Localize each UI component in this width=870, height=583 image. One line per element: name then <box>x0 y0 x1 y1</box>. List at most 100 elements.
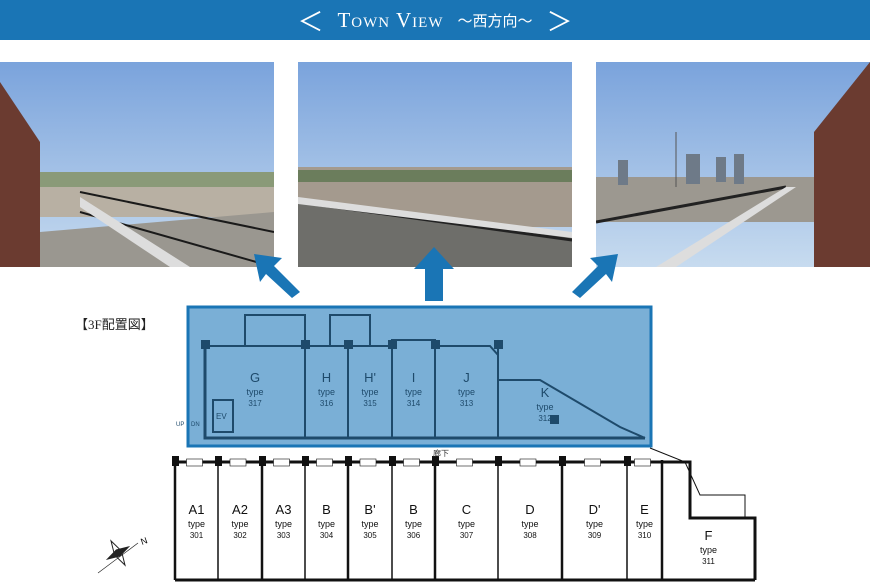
unit-309[interactable]: D' type 309 <box>586 502 603 540</box>
meter-box <box>519 458 537 467</box>
unit-letter: D' <box>589 502 601 517</box>
photo-view-left <box>0 62 274 267</box>
unit-type: type <box>586 519 603 529</box>
prev-chevron[interactable]: ＜ <box>297 7 324 37</box>
unit-type: type <box>700 545 717 555</box>
unit-315[interactable]: H' type 315 <box>361 370 378 408</box>
unit-letter: A3 <box>276 502 292 517</box>
floor-plan: 廊下 EV UP DN N A1 type 301 A2 type 302 A3 type 30… <box>97 305 757 582</box>
unit-type: type <box>636 519 653 529</box>
meter-box <box>456 458 473 467</box>
stair-up-label: UP <box>176 422 184 428</box>
unit-letter: F <box>705 528 713 543</box>
unit-type: type <box>536 402 553 412</box>
meter-box <box>584 458 601 467</box>
unit-number: 306 <box>407 531 421 540</box>
unit-number: 315 <box>363 399 377 408</box>
unit-303[interactable]: A3 type 303 <box>275 502 292 540</box>
corridor-label: 廊下 <box>433 448 449 458</box>
unit-number: 310 <box>638 531 652 540</box>
unit-number: 312 <box>538 414 552 423</box>
unit-letter: C <box>462 502 471 517</box>
highlight-frame <box>186 305 653 448</box>
unit-letter: B' <box>364 502 375 517</box>
meter-box <box>359 458 377 467</box>
unit-number: 313 <box>460 399 474 408</box>
unit-number: 309 <box>588 531 602 540</box>
unit-letter: H' <box>364 370 376 385</box>
unit-301[interactable]: A1 type 301 <box>188 502 205 540</box>
unit-type: type <box>521 519 538 529</box>
unit-number: 302 <box>233 531 247 540</box>
unit-number: 307 <box>460 531 474 540</box>
unit-number: 316 <box>320 399 334 408</box>
arrow-up-icon <box>414 247 454 301</box>
unit-number: 304 <box>320 531 334 540</box>
highlighted-west-units <box>188 307 651 446</box>
banner-title: Town View <box>337 7 444 32</box>
unit-letter: E <box>640 502 649 517</box>
unit-type: type <box>231 519 248 529</box>
unit-letter: A1 <box>189 502 205 517</box>
unit-type: type <box>458 519 475 529</box>
unit-305[interactable]: B' type 305 <box>361 502 378 540</box>
unit-number: 301 <box>190 531 204 540</box>
photo-view-center <box>298 62 572 267</box>
meter-box <box>634 458 651 467</box>
unit-type: type <box>275 519 292 529</box>
arrow-up-left-icon <box>254 254 300 298</box>
unit-letter: K <box>541 385 550 400</box>
arrow-up-right-icon <box>572 254 618 298</box>
unit-type: type <box>246 387 263 397</box>
unit-type: type <box>405 387 422 397</box>
compass-icon: N <box>97 535 149 574</box>
unit-number: 305 <box>363 531 377 540</box>
stair-down-label: DN <box>191 422 200 428</box>
floor-plan-label: 【3F配置図】 <box>75 317 154 332</box>
unit-type: type <box>188 519 205 529</box>
unit-letter: D <box>525 502 534 517</box>
unit-302[interactable]: A2 type 302 <box>231 502 248 540</box>
unit-number: 303 <box>277 531 291 540</box>
town-view-banner: ＜ Town View ～西方向～ ＞ <box>0 0 870 40</box>
unit-letter: B <box>322 502 331 517</box>
unit-type: type <box>361 387 378 397</box>
meter-box <box>229 458 247 467</box>
unit-letter: J <box>463 370 470 385</box>
unit-letter: B <box>409 502 418 517</box>
unit-number: 308 <box>523 531 537 540</box>
elevator-label: EV <box>216 412 227 421</box>
meter-box <box>403 458 420 467</box>
unit-letter: H <box>322 370 331 385</box>
next-chevron[interactable]: ＞ <box>546 7 573 37</box>
meter-box <box>273 458 290 467</box>
north-label: N <box>139 535 149 547</box>
unit-type: type <box>318 387 335 397</box>
meter-box <box>186 458 203 467</box>
photo-view-right <box>596 62 870 267</box>
unit-type: type <box>405 519 422 529</box>
unit-number: 317 <box>248 399 262 408</box>
unit-type: type <box>361 519 378 529</box>
unit-number: 311 <box>702 557 715 566</box>
elevator <box>212 399 234 433</box>
unit-type: type <box>458 387 475 397</box>
unit-letter: A2 <box>232 502 248 517</box>
unit-type: type <box>318 519 335 529</box>
banner-subtitle: ～西方向～ <box>457 13 533 30</box>
meter-box <box>316 458 333 467</box>
unit-letter: I <box>412 370 416 385</box>
unit-letter: G <box>250 370 260 385</box>
unit-number: 314 <box>407 399 421 408</box>
